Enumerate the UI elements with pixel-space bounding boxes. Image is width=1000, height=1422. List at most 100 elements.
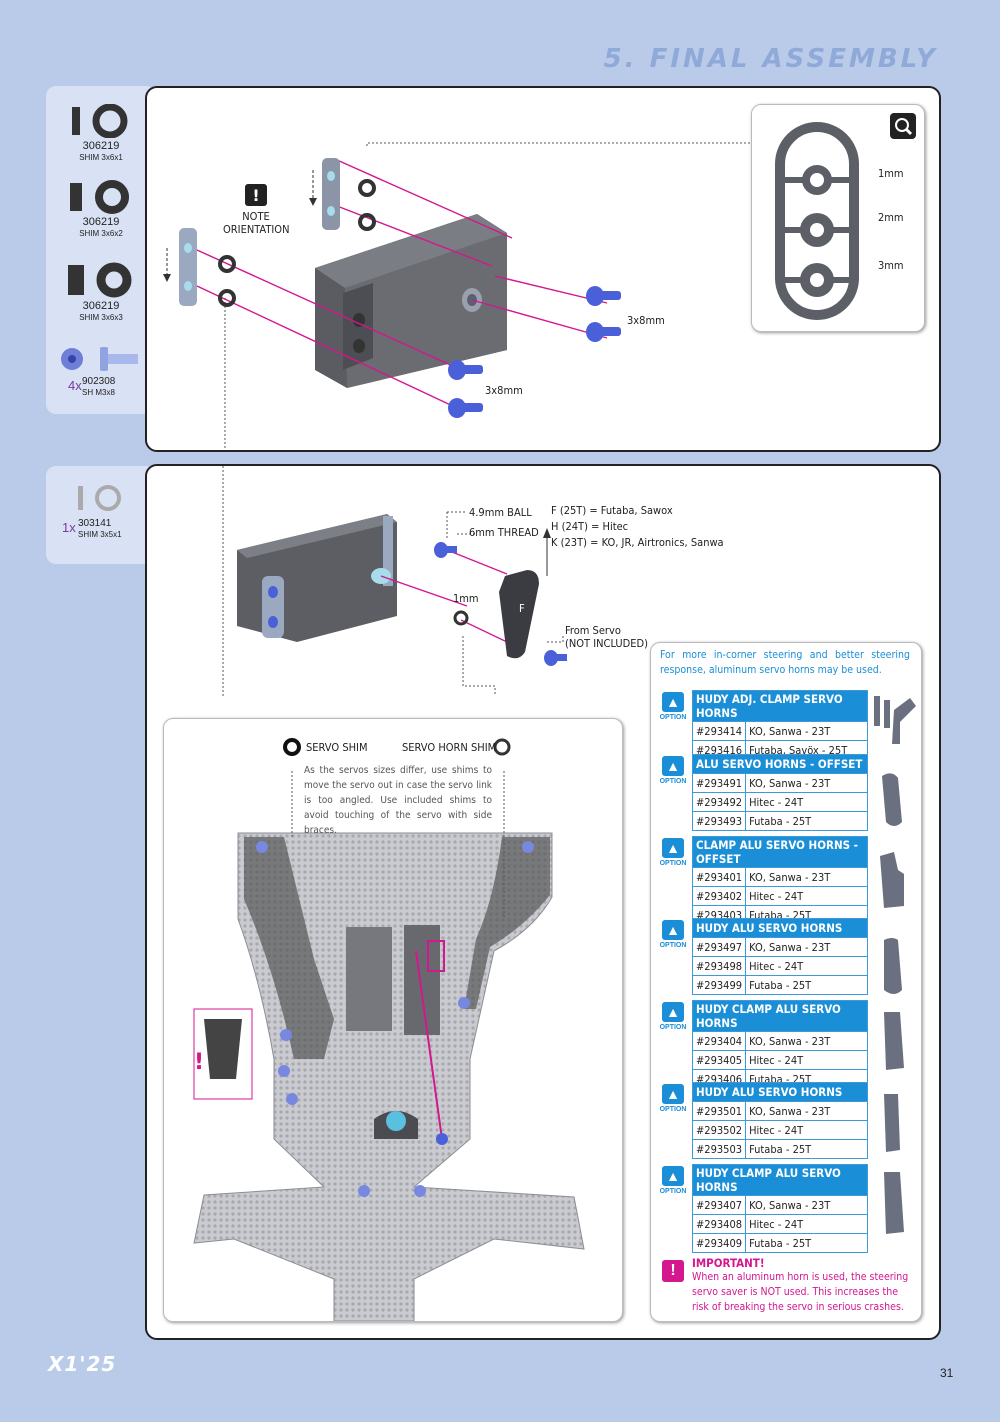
option-badge: ▲OPTION xyxy=(658,692,688,721)
option-title: HUDY CLAMP ALU SERVO HORNS xyxy=(692,1000,868,1032)
options-intro: For more in-corner steering and better s… xyxy=(660,649,910,676)
part-code: 306219 xyxy=(82,140,120,152)
from-servo-line: From Servo xyxy=(565,624,621,637)
important-icon: ! xyxy=(662,1260,684,1282)
option-cell: #293407 xyxy=(691,1195,747,1215)
option-cell: #293499 xyxy=(691,975,747,995)
note-orientation-label: NOTE ORIENTATION xyxy=(223,210,290,236)
option-cell: KO, Sanwa - 23T xyxy=(745,867,868,887)
servo-horn-icon xyxy=(880,852,904,908)
thumbs-up-icon: ▲ xyxy=(662,1166,684,1186)
from-servo-line: (NOT INCLUDED) xyxy=(565,637,649,650)
option-cell: Hitec - 24T xyxy=(745,956,868,976)
shim-icon xyxy=(68,262,132,298)
important-title: IMPORTANT! xyxy=(692,1256,765,1270)
option-title: CLAMP ALU SERVO HORNS - OFFSET xyxy=(692,836,868,868)
important-text: When an aluminum horn is used, the steer… xyxy=(692,1271,909,1313)
shim-sprue-inset: 1mm 2mm 3mm xyxy=(751,104,925,332)
option-cell: Futaba - 25T xyxy=(745,811,868,831)
step1-panel: ! NOTE ORIENTATION 3x8mm 3x8mm 1mm 2mm 3… xyxy=(145,86,941,452)
screw-icon xyxy=(61,347,138,371)
step1-diagram: ! xyxy=(163,142,751,450)
servo-shim-label: SERVO SHIM xyxy=(306,741,368,754)
servo-horn-icon xyxy=(884,1094,900,1152)
option-cell: #293497 xyxy=(691,937,747,957)
spline-k-label: K (23T) = KO, JR, Airtronics, Sanwa xyxy=(551,536,724,549)
part-code: 902308 xyxy=(82,376,116,387)
option-cell: Hitec - 24T xyxy=(745,1214,868,1234)
part-desc: SH M3x8 xyxy=(82,388,115,397)
servo-horn-icon xyxy=(884,1012,904,1070)
option-cell: Futaba - 25T xyxy=(745,975,868,995)
option-cell: #293491 xyxy=(691,773,747,793)
horn-shim-size-label: 1mm xyxy=(453,592,479,605)
option-cell: #293409 xyxy=(691,1233,747,1253)
option-cell: Futaba - 25T xyxy=(745,1139,868,1159)
part-qty: 1x xyxy=(62,520,76,535)
option-badge-label: OPTION xyxy=(659,860,687,867)
option-cell: #293498 xyxy=(691,956,747,976)
step2-panel: F 4.9mm BALL 6mm THREAD F (25T) = Futaba… xyxy=(145,464,941,1340)
option-cell: KO, Sanwa - 23T xyxy=(745,937,868,957)
part-code: 306219 xyxy=(82,216,120,228)
horn-letter: F xyxy=(519,602,525,615)
option-badge-label: OPTION xyxy=(659,942,687,949)
part-desc: SHIM 3x6x1 xyxy=(79,153,123,162)
option-cell: KO, Sanwa - 23T xyxy=(745,1195,868,1215)
option-badge-label: OPTION xyxy=(659,1188,687,1195)
option-cell: #293404 xyxy=(691,1031,747,1051)
thread-size-label: 6mm THREAD xyxy=(469,526,539,539)
svg-text:!: ! xyxy=(194,1050,204,1075)
servo-horn-icon xyxy=(882,773,902,826)
part-code: 303141 xyxy=(78,518,112,529)
option-title: HUDY ALU SERVO HORNS xyxy=(692,918,868,938)
option-cell: #293401 xyxy=(691,867,747,887)
thumbs-up-icon: ▲ xyxy=(662,1084,684,1104)
spline-f-label: F (25T) = Futaba, Sawox xyxy=(551,504,673,517)
magnifier-icon xyxy=(890,113,916,139)
part-desc: SHIM 3x5x1 xyxy=(78,530,122,539)
option-title: HUDY ADJ. CLAMP SERVO HORNS xyxy=(692,690,868,722)
spline-h-label: H (24T) = Hitec xyxy=(551,520,629,533)
servo-horn-shim-label: SERVO HORN SHIM xyxy=(402,741,497,754)
chassis-diagram: ! xyxy=(193,738,585,1321)
option-cell: KO, Sanwa - 23T xyxy=(745,1031,868,1051)
thumbs-up-icon: ▲ xyxy=(662,756,684,776)
shim-size-label: 3mm xyxy=(878,259,904,272)
option-badge: ▲ OPTION xyxy=(658,756,688,785)
option-badge-label: OPTION xyxy=(659,1024,687,1031)
option-badge-label: OPTION xyxy=(659,714,687,721)
part-qty: 4x xyxy=(68,378,82,393)
option-title: HUDY ALU SERVO HORNS xyxy=(692,1082,868,1102)
option-badge: ▲ OPTION xyxy=(658,920,688,949)
shim-icon xyxy=(78,485,121,511)
screw-size-label: 3x8mm xyxy=(627,314,665,327)
shim-sprue-icon xyxy=(775,122,859,320)
option-cell: KO, Sanwa - 23T xyxy=(745,1101,868,1121)
option-badge-label: OPTION xyxy=(659,778,687,785)
option-cell: #293503 xyxy=(691,1139,747,1159)
page-number: 31 xyxy=(940,1366,954,1380)
shim-icon xyxy=(72,104,128,138)
shim-icon xyxy=(70,180,129,214)
part-desc: SHIM 3x6x3 xyxy=(79,313,123,322)
option-badge: ▲OPTION xyxy=(658,838,688,867)
option-cell: Hitec - 24T xyxy=(745,792,868,812)
option-cell: #293402 xyxy=(691,886,747,906)
option-cell: #293405 xyxy=(691,1050,747,1070)
option-cell: #293501 xyxy=(691,1101,747,1121)
servo-horn-icon xyxy=(884,938,902,994)
option-cell: Futaba - 25T xyxy=(745,1233,868,1253)
thumbs-up-icon: ▲ xyxy=(662,920,684,940)
ball-size-label: 4.9mm BALL xyxy=(469,506,532,519)
option-cell: Hitec - 24T xyxy=(745,886,868,906)
part-desc: SHIM 3x6x2 xyxy=(79,229,123,238)
option-cell: KO, Sanwa - 23T xyxy=(745,721,868,741)
option-title: HUDY CLAMP ALU SERVO HORNS xyxy=(692,1164,868,1196)
